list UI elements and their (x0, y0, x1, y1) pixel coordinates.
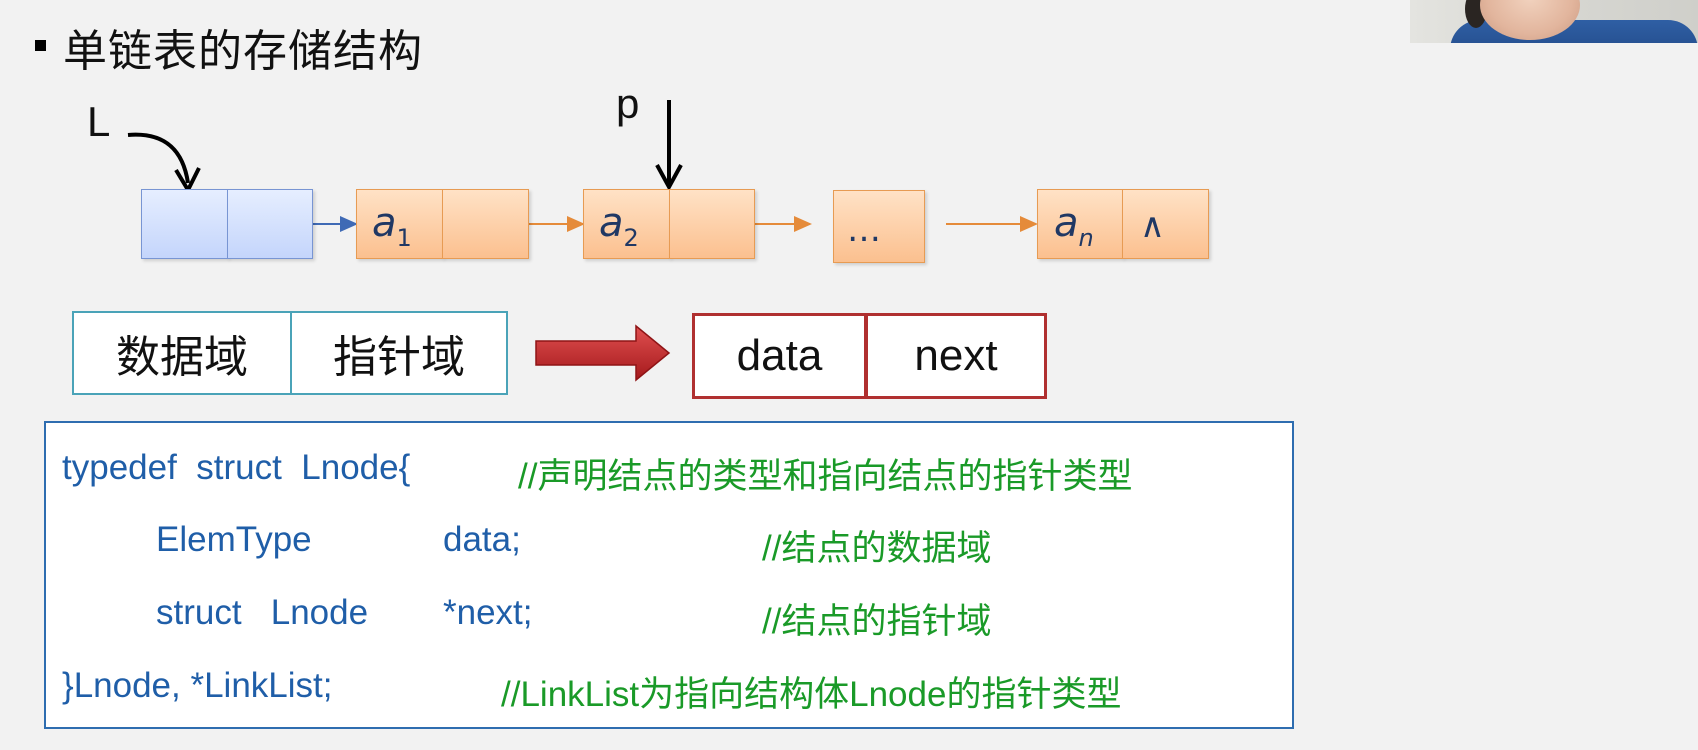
code-line-3-type: struct Lnode (156, 593, 369, 632)
current-pointer-label: p (616, 80, 640, 127)
data-field-box-cn: 数据域 (72, 311, 292, 395)
code-line-2-type: ElemType (156, 520, 312, 559)
node-a1-next-cell (442, 189, 529, 259)
head-pointer-arrow (127, 132, 190, 184)
head-node-next-cell (227, 189, 313, 259)
null-symbol: ∧ (1140, 206, 1165, 246)
node-an-data-cell (1037, 189, 1123, 259)
code-line-1: typedef struct Lnode{ (62, 448, 411, 487)
code-block: typedef struct Lnode{ //声明结点的类型和指向结点的指针类… (44, 421, 1294, 729)
code-comment-2: //结点的数据域 (762, 529, 992, 568)
head-pointer-label: L (87, 98, 111, 145)
code-comment-1: //声明结点的类型和指向结点的指针类型 (518, 457, 1133, 496)
head-node-data-cell (141, 189, 228, 259)
node-a2-next-cell (669, 189, 755, 259)
node-an-label: an (1054, 200, 1094, 252)
ellipsis-label: … (847, 210, 881, 250)
ellipsis-node (833, 190, 925, 263)
code-comment-3: //结点的指针域 (762, 602, 992, 641)
node-an-next-cell (1122, 189, 1209, 259)
transform-arrow (535, 324, 671, 382)
code-comment-4: //LinkList为指向结构体Lnode的指针类型 (501, 675, 1122, 714)
node-a1-data-cell (356, 189, 443, 259)
webcam-thumbnail (1410, 0, 1698, 43)
slide-title: 单链表的存储结构 (63, 26, 423, 77)
node-a2-data-cell (583, 189, 670, 259)
code-line-2-field: data; (443, 520, 521, 559)
pointer-field-box-cn: 指针域 (290, 311, 508, 395)
title-bullet (35, 40, 46, 51)
code-line-4: }Lnode, *LinkList; (62, 666, 333, 705)
next-field-box-en: next (865, 313, 1047, 399)
node-a2-label: a2 (599, 200, 639, 252)
data-field-box-en: data (692, 313, 867, 399)
code-line-3-field: *next; (443, 593, 533, 632)
node-a1-label: a1 (372, 200, 412, 252)
